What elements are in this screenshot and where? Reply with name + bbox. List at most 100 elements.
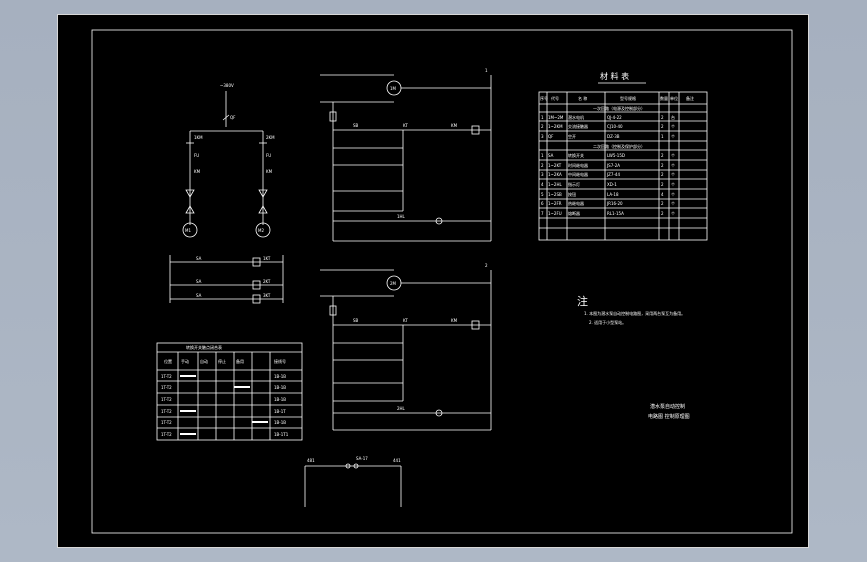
notes-line-2: 2. 适用于小型泵站。 bbox=[589, 319, 626, 325]
switch-table-header-stop: 停止 bbox=[218, 358, 226, 364]
motor-m1-label: M1 bbox=[185, 228, 191, 233]
materials-row2-3-no: 3 bbox=[541, 172, 544, 177]
materials-row1-1-spec: QJ-4-22 bbox=[607, 115, 622, 120]
selector-left-wire: 481 bbox=[307, 458, 315, 463]
switch-contact-table: 转换开关触点闭合表 位置 手动 自动 停止 备用 接线号 1T-T2 1B-1B… bbox=[156, 342, 303, 441]
materials-row2-2-unit: 个 bbox=[671, 163, 675, 168]
switch-table-header-wire: 接线号 bbox=[274, 358, 286, 364]
inner-border bbox=[91, 29, 793, 534]
materials-row2-6-spec: JR16-20 bbox=[606, 201, 623, 206]
relay-1kt-label: 1KT bbox=[263, 256, 271, 261]
title-line-1: 潜水泵自动控制 bbox=[650, 403, 685, 410]
switch-table-header-pos: 位置 bbox=[164, 358, 172, 364]
materials-title: 材 料 表 bbox=[600, 71, 629, 81]
supply-voltage-label: ~380V bbox=[220, 83, 234, 88]
materials-row2-5-code: 1~2SB bbox=[548, 192, 562, 197]
title-block: 潜水泵自动控制 电路图 控制原理图 bbox=[648, 403, 690, 420]
notes-heading: 注 bbox=[577, 294, 588, 308]
materials-row2-1-unit: 个 bbox=[671, 153, 675, 158]
materials-row2-3-qty: 2 bbox=[661, 172, 664, 177]
materials-row2-5-name: 按钮 bbox=[568, 191, 576, 197]
power-circuit: ~380V QF 1KM 2KM FU FU KM KM bbox=[182, 83, 275, 238]
materials-row1-1-no: 1 bbox=[541, 115, 544, 120]
km-coil-lower-label: KM bbox=[451, 318, 458, 323]
materials-row2-2-no: 2 bbox=[541, 163, 544, 168]
materials-row2-2-qty: 2 bbox=[661, 163, 664, 168]
selector-switch-panel: 481 441 SA-17 bbox=[304, 456, 402, 507]
materials-header-qty: 数量 bbox=[660, 95, 668, 101]
switch-row-5-pos: 1T-T2 bbox=[161, 420, 172, 425]
materials-row1-1-name: 潜水电机 bbox=[568, 114, 584, 120]
materials-row2-5-spec: LA-18 bbox=[607, 192, 619, 197]
pump-2m-label: 2M bbox=[390, 281, 397, 286]
materials-header-code: 代号 bbox=[551, 95, 559, 101]
materials-row2-3-name: 中间继电器 bbox=[568, 171, 588, 177]
switch-row-3-wire: 1B-1B bbox=[274, 397, 286, 402]
fr-left-label: KM bbox=[194, 169, 201, 174]
materials-row2-5-qty: 4 bbox=[661, 192, 664, 197]
materials-row1-3-unit: 个 bbox=[671, 134, 675, 139]
control-circuit-upper: 1 1M SB KT KM 1H bbox=[320, 68, 492, 242]
materials-row2-7-name: 熔断器 bbox=[568, 210, 580, 216]
materials-row2-4-unit: 个 bbox=[671, 182, 675, 187]
materials-row2-4-name: 指示灯 bbox=[568, 181, 580, 187]
materials-row2-1-code: SA bbox=[548, 153, 554, 158]
materials-section-1: 一次回路（电源及控制部分） bbox=[593, 105, 645, 111]
motor-m2-label: M2 bbox=[258, 228, 264, 233]
drawing-sheet[interactable]: ~380V QF 1KM 2KM FU FU KM KM bbox=[57, 14, 809, 548]
motor-m2-symbol bbox=[255, 222, 271, 238]
km-coil-upper-label: KM bbox=[451, 123, 458, 128]
motor-m1-symbol bbox=[182, 222, 198, 238]
materials-header-name: 名 称 bbox=[578, 95, 587, 101]
materials-row1-3-name: 空开 bbox=[568, 133, 576, 139]
breaker-label: QF bbox=[230, 115, 236, 120]
materials-section-2: 二次回路（控制及保护部分） bbox=[593, 143, 645, 149]
materials-row1-2-qty: 2 bbox=[661, 124, 664, 129]
materials-row1-3-code: QF bbox=[548, 134, 554, 139]
materials-row2-6-unit: 个 bbox=[671, 201, 675, 206]
materials-row1-3-qty: 1 bbox=[661, 134, 664, 139]
switch-table-header-auto: 自动 bbox=[200, 358, 208, 364]
circuit-2-number: 2 bbox=[485, 263, 488, 268]
materials-row2-1-no: 1 bbox=[541, 153, 544, 158]
kt-lower-label: KT bbox=[403, 318, 408, 323]
materials-row2-6-no: 6 bbox=[541, 201, 544, 206]
relay-2kt-label: 2KT bbox=[263, 279, 271, 284]
hl2-label: 2HL bbox=[397, 406, 406, 411]
materials-row1-2-no: 2 bbox=[541, 124, 544, 129]
switch-table-header-manual: 手动 bbox=[181, 358, 189, 364]
materials-row2-5-unit: 个 bbox=[671, 192, 675, 197]
materials-header-unit: 单位 bbox=[670, 95, 678, 101]
relay-3kt-label: 3KT bbox=[263, 293, 271, 298]
materials-row2-1-qty: 2 bbox=[661, 153, 664, 158]
materials-row2-6-qty: 2 bbox=[661, 201, 664, 206]
switch-row-2-wire: 1B-1B bbox=[274, 385, 286, 390]
materials-row2-1-name: 转换开关 bbox=[568, 152, 584, 158]
sa-contact-3-label: SA bbox=[196, 293, 202, 298]
materials-row2-4-code: 1~2HL bbox=[548, 182, 562, 187]
materials-row2-6-name: 热继电器 bbox=[568, 200, 584, 206]
materials-row1-3-spec: DZ-3B bbox=[607, 134, 620, 139]
switch-row-6-pos: 1T-T2 bbox=[161, 432, 172, 437]
switch-row-1-pos: 1T-T2 bbox=[161, 374, 172, 379]
materials-header-no: 序号 bbox=[540, 95, 548, 101]
materials-row2-5-no: 5 bbox=[541, 192, 544, 197]
materials-row1-1-unit: 台 bbox=[671, 114, 675, 120]
materials-row1-2-code: 1~2KM bbox=[548, 124, 563, 129]
notes-block: 注 1. 本图为潜水泵自动控制电路图，采用两台泵互为备用。 2. 适用于小型泵站… bbox=[577, 294, 685, 325]
sa-contact-1-label: SA bbox=[196, 256, 202, 261]
hl2-lamp-symbol bbox=[435, 409, 443, 417]
materials-row2-3-spec: JZ7-44 bbox=[606, 172, 620, 177]
switch-row-4-pos: 1T-T2 bbox=[161, 409, 172, 414]
sb-lower-label: SB bbox=[353, 318, 359, 323]
switch-row-2-pos: 1T-T2 bbox=[161, 385, 172, 390]
selector-switch-label: SA-17 bbox=[356, 456, 368, 461]
kt-upper-label: KT bbox=[403, 123, 408, 128]
km1-contact-label: 1KM bbox=[194, 135, 203, 140]
materials-header-spec: 型号规格 bbox=[620, 95, 636, 101]
control-circuit-lower: 2 2M SB KT KM 2H bbox=[320, 263, 492, 431]
materials-row2-2-name: 时间继电器 bbox=[568, 162, 588, 168]
switch-row-5-wire: 1B-1B bbox=[274, 420, 286, 425]
materials-row2-6-code: 1~2FR bbox=[548, 201, 562, 206]
